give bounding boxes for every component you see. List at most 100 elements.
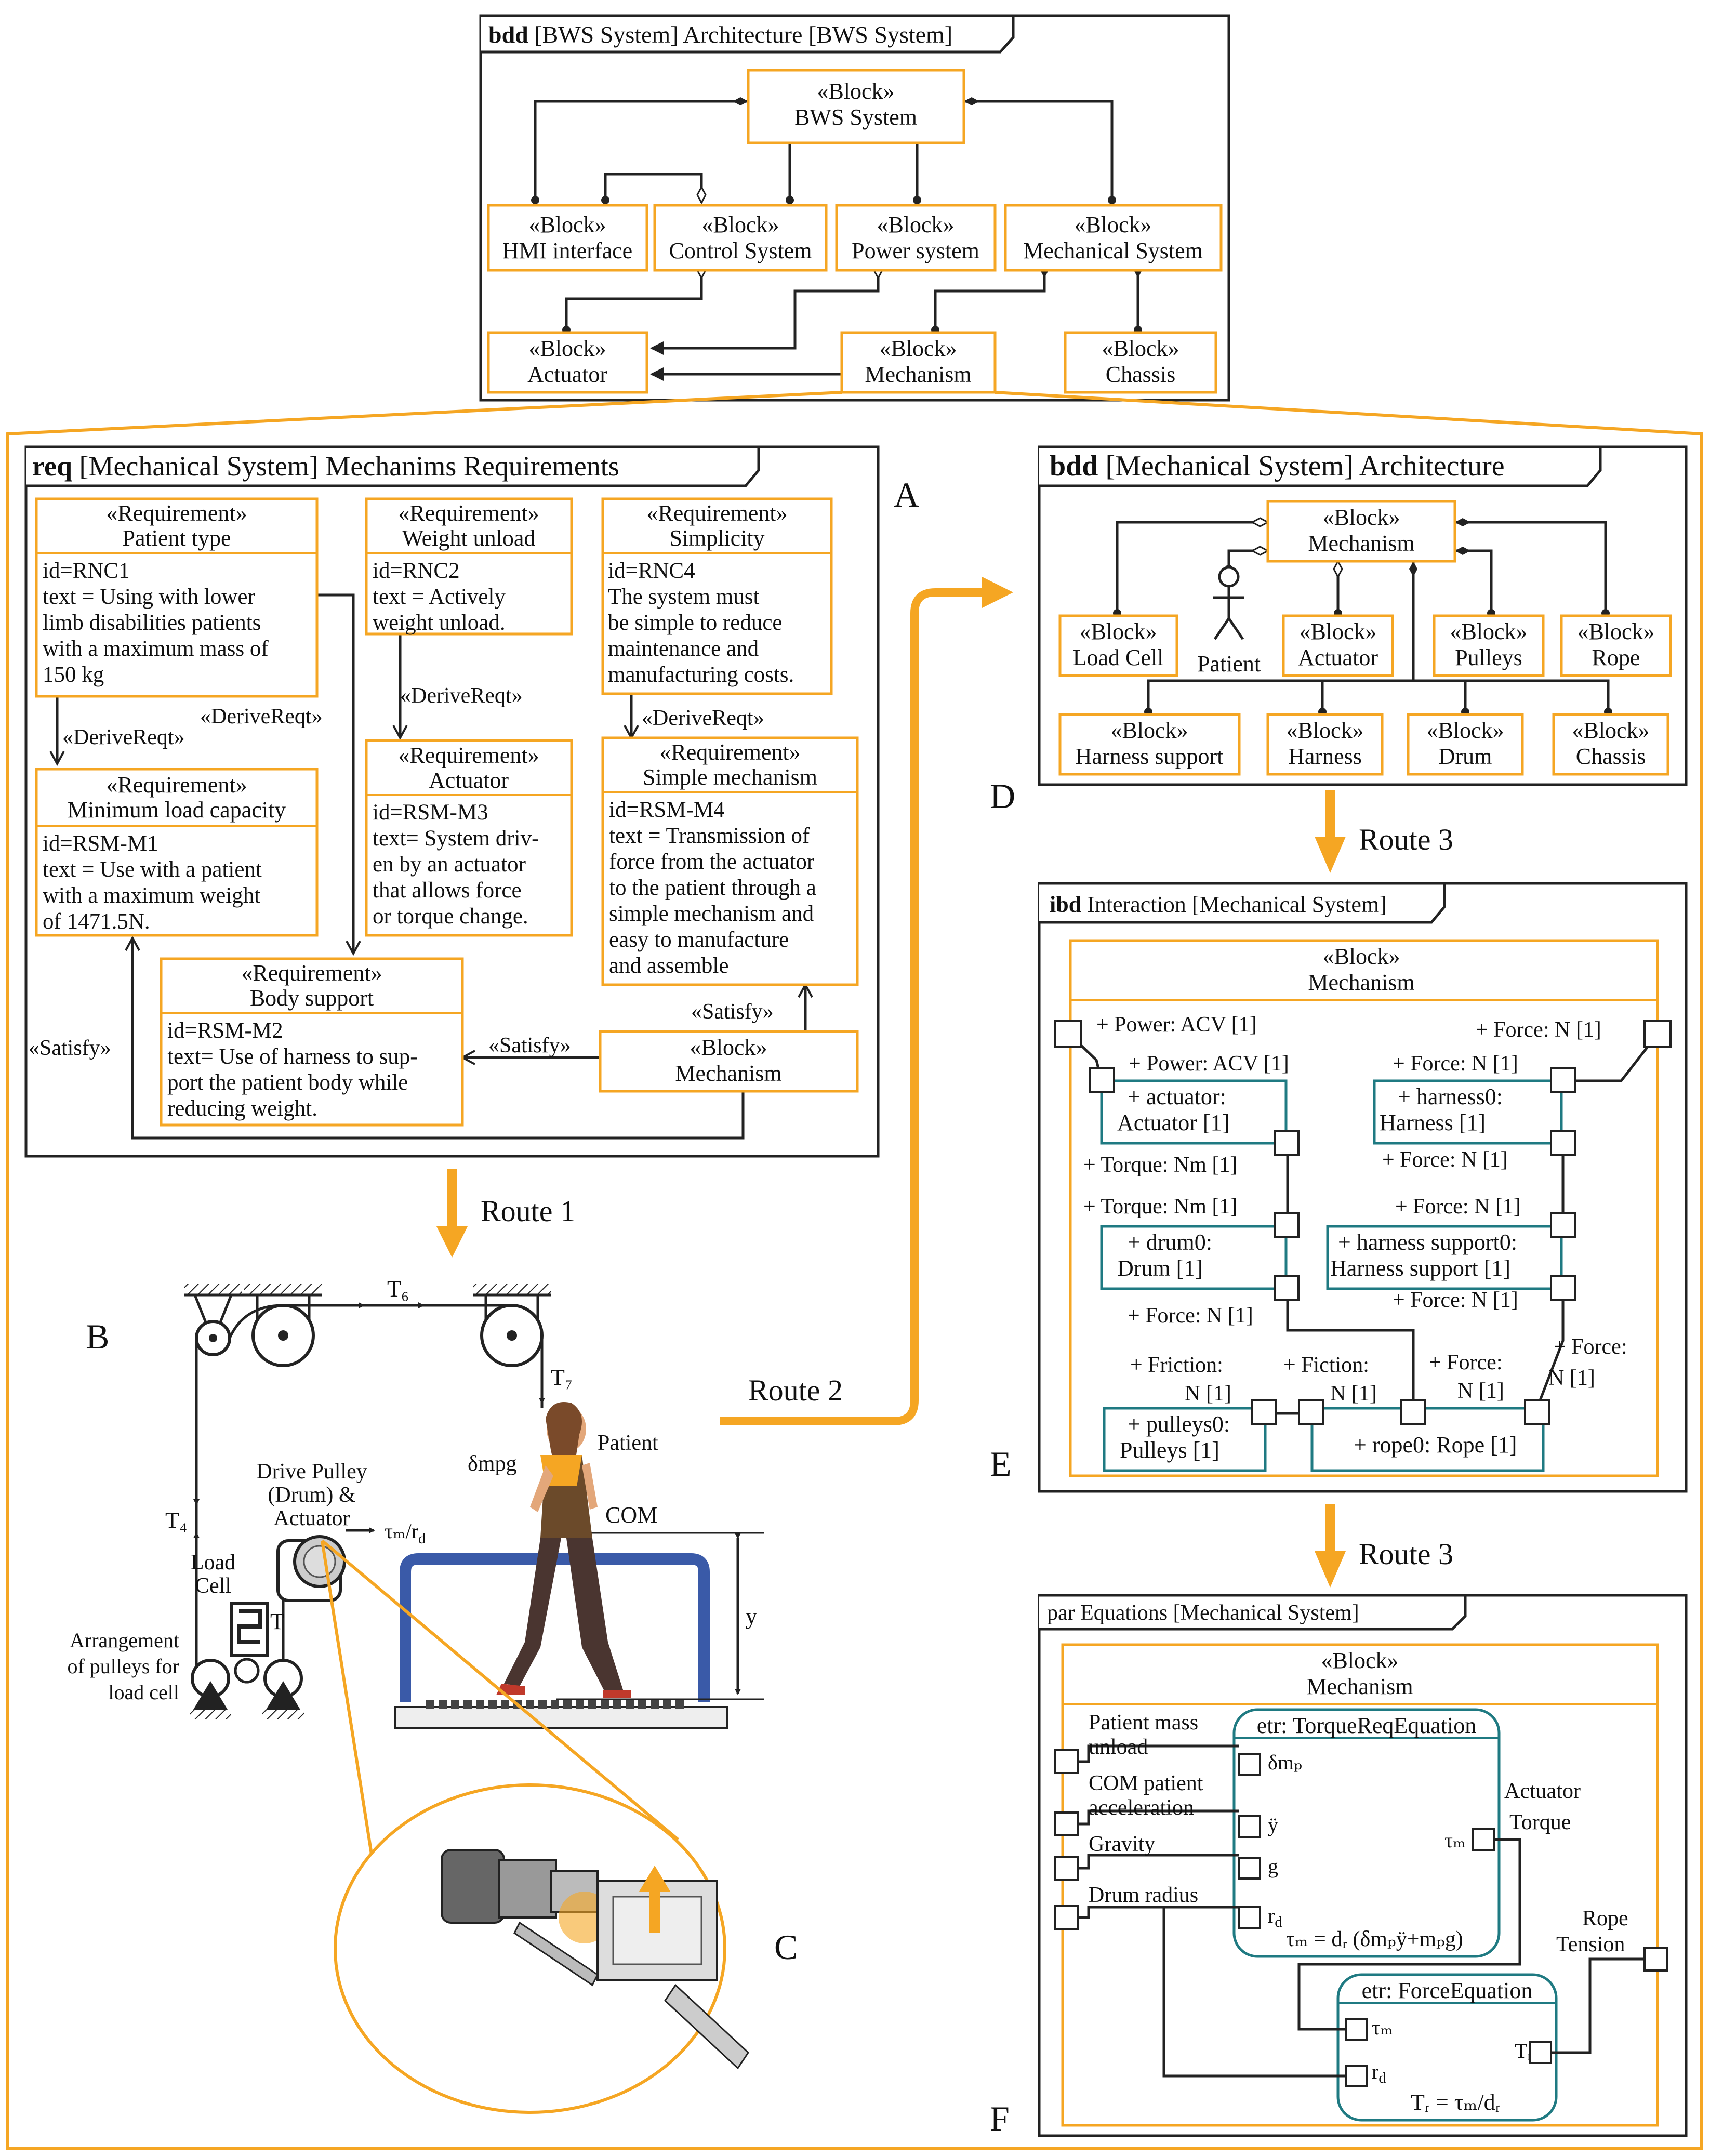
output-label: Rope: [1582, 1907, 1628, 1930]
bdd-block-harness-support[interactable]: «Block» Harness support: [1058, 713, 1241, 776]
bdd-block-actuator[interactable]: «Block» Actuator: [1282, 614, 1394, 677]
ibd-mechanism-block[interactable]: [1069, 939, 1659, 1477]
block-name: Mechanism: [1308, 531, 1414, 556]
port-com-accel[interactable]: [1054, 1811, 1079, 1836]
req-line: id=RNC4: [608, 559, 695, 583]
port-rope-friction[interactable]: [1298, 1399, 1324, 1425]
port-rope-force-2[interactable]: [1524, 1399, 1550, 1425]
port-patient-mass[interactable]: [1054, 1749, 1079, 1774]
tension-t4: T₄: [165, 1507, 187, 1533]
param-port-tr[interactable]: [1529, 2041, 1552, 2064]
req-line: force from the actuator: [609, 850, 814, 874]
port-harness-force-out[interactable]: [1550, 1130, 1576, 1156]
port-drum-force[interactable]: [1274, 1275, 1300, 1301]
port-torque-in[interactable]: [1274, 1212, 1300, 1238]
block-stereotype: «Block»: [877, 212, 954, 237]
req-stereotype: «Requirement»: [646, 500, 787, 526]
port-label: + Force: N [1]: [1395, 1195, 1521, 1219]
port-force-inner[interactable]: [1550, 1067, 1576, 1093]
input-label: Drum radius: [1089, 1883, 1198, 1907]
port-gravity[interactable]: [1054, 1856, 1079, 1881]
block-actuator[interactable]: «Block» Actuator: [487, 331, 648, 394]
port-torque-out[interactable]: [1274, 1130, 1300, 1156]
pulley-arrangement-label: of pulleys for: [67, 1655, 179, 1678]
bdd-block-pulleys[interactable]: «Block» Pulleys: [1433, 614, 1545, 677]
param-label: g: [1268, 1855, 1278, 1878]
param-port-ydd[interactable]: [1238, 1815, 1261, 1838]
port-label: + Force:: [1429, 1351, 1502, 1374]
port-hs-force-in[interactable]: [1550, 1212, 1576, 1238]
par-labels: Patient mass unload COM patient accelera…: [1089, 1711, 1628, 1956]
bdd-block-drum[interactable]: «Block» Drum: [1407, 713, 1524, 776]
output-label: Torque: [1509, 1810, 1571, 1834]
param-label: δmₚ: [1268, 1751, 1302, 1774]
route-3b-arrowhead: [1315, 1551, 1346, 1588]
bdd-block-harness[interactable]: «Block» Harness: [1266, 713, 1384, 776]
req-patient-type[interactable]: «Requirement» Patient type id=RNC1 text …: [35, 497, 319, 698]
block-hmi-interface[interactable]: «Block» HMI interface: [487, 204, 648, 272]
block-chassis[interactable]: «Block» Chassis: [1064, 331, 1217, 394]
block-bws-system[interactable]: «Block» BWS System: [747, 69, 965, 144]
bdd-mech-tab: [1039, 445, 1602, 487]
block-stereotype: «Block»: [879, 336, 957, 361]
req-minimum-load-capacity[interactable]: «Requirement» Minimum load capacity id=R…: [35, 768, 319, 937]
port-hs-force-out[interactable]: [1550, 1275, 1576, 1301]
part-pulleys0[interactable]: + pulleys0: Pulleys [1]: [1103, 1407, 1267, 1472]
param-port-g[interactable]: [1238, 1857, 1261, 1880]
bdd-block-chassis[interactable]: «Block» Chassis: [1552, 713, 1669, 776]
port-power-outer[interactable]: [1054, 1020, 1082, 1048]
req-mechanism-block[interactable]: «Block» Mechanism: [599, 1030, 859, 1093]
actuator-render: [441, 1849, 749, 2070]
port-force-outer[interactable]: [1643, 1020, 1672, 1048]
derive-label-4: «DeriveReqt»: [642, 706, 764, 730]
req-actuator[interactable]: «Requirement» Actuator id=RSM-M3 text= S…: [365, 739, 573, 937]
input-label: Patient mass: [1089, 1711, 1198, 1735]
req-line: id=RSM-M4: [609, 798, 725, 822]
bdd-block-load-cell[interactable]: «Block» Load Cell: [1058, 614, 1178, 677]
port-rope-force-1[interactable]: [1400, 1399, 1426, 1425]
port-drum-radius[interactable]: [1054, 1905, 1079, 1930]
part-drum0[interactable]: + drum0: Drum [1]: [1100, 1225, 1288, 1290]
param-port-taum[interactable]: [1472, 1828, 1495, 1851]
part-actuator[interactable]: + actuator: Actuator [1]: [1100, 1079, 1288, 1145]
bdd-block-mechanism[interactable]: «Block» Mechanism: [1266, 500, 1456, 563]
req-body-support[interactable]: «Requirement» Body support id=RSM-M2 tex…: [160, 957, 464, 1127]
param-port-dmp[interactable]: [1238, 1753, 1261, 1776]
param-port-rd[interactable]: [1238, 1906, 1261, 1929]
block-mechanical-system[interactable]: «Block» Mechanical System: [1004, 204, 1223, 272]
block-mechanism[interactable]: «Block» Mechanism: [840, 331, 997, 394]
block-power-system[interactable]: «Block» Power system: [835, 204, 997, 272]
port-power-inner[interactable]: [1089, 1067, 1115, 1093]
input-label: unload: [1089, 1735, 1148, 1759]
req-line: maintenance and: [608, 637, 759, 661]
block-stereotype: «Block»: [1286, 718, 1363, 743]
port-pulleys-friction[interactable]: [1251, 1399, 1277, 1425]
constraint-force-equation[interactable]: etr: ForceEquation τₘ rd Tᵣ Tᵣ = τₘ/dᵣ: [1336, 1973, 1558, 2122]
param-port-taum-2[interactable]: [1345, 2018, 1368, 2041]
block-control-system[interactable]: «Block» Control System: [653, 204, 828, 272]
part-rope0[interactable]: + rope0: Rope [1]: [1310, 1407, 1545, 1472]
top-bdd-diagram: bdd [BWS System] Architecture [BWS Syste…: [479, 14, 1230, 402]
part-harness-support0[interactable]: + harness support0: Harness support [1]: [1326, 1225, 1563, 1290]
ibd-port-labels: + Power: ACV [1] + Power: ACV [1] + Forc…: [1083, 1013, 1627, 1406]
block-stereotype: «Block»: [528, 212, 606, 237]
req-line: manufacturing costs.: [608, 663, 794, 687]
param-port-rd-2[interactable]: [1345, 2065, 1368, 2087]
req-line: id=RSM-M2: [167, 1019, 283, 1043]
req-weight-unload[interactable]: «Requirement» Weight unload id=RNC2 text…: [365, 497, 573, 636]
route-2-label: Route 2: [748, 1373, 843, 1407]
part-harness0[interactable]: + harness0: Harness [1]: [1373, 1079, 1563, 1145]
constraint-torque-req-equation[interactable]: etr: TorqueReqEquation δmₚ ÿ g rd τₘ τₘ …: [1232, 1708, 1501, 1958]
block-name: Control System: [669, 238, 812, 263]
part-label: Harness [1]: [1380, 1110, 1486, 1135]
req-simplicity[interactable]: «Requirement» Simplicity id=RNC4 The sys…: [601, 497, 833, 695]
bdd-block-rope[interactable]: «Block» Rope: [1560, 614, 1672, 677]
port-rope-tension[interactable]: [1643, 1947, 1668, 1972]
req-name: Minimum load capacity: [68, 797, 286, 823]
req-simple-mechanism[interactable]: «Requirement» Simple mechanism id=RSM-M4…: [601, 736, 859, 986]
req-stereotype: «Requirement»: [241, 960, 382, 986]
block-name: BWS System: [794, 104, 917, 130]
block-name: Mechanism: [675, 1061, 781, 1086]
route-3b-label: Route 3: [1359, 1537, 1453, 1571]
